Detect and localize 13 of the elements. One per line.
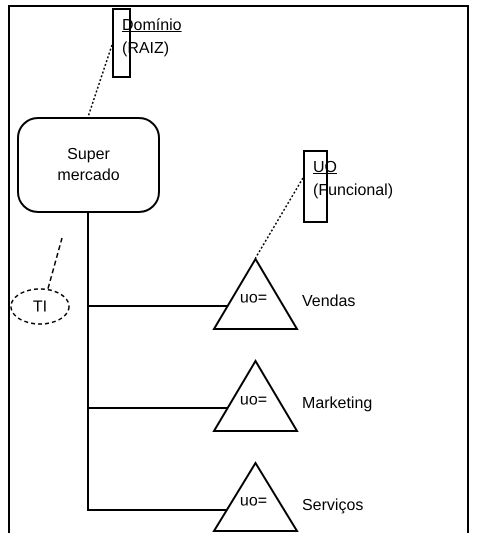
leader-line	[254, 178, 304, 258]
process-box	[17, 117, 160, 213]
beside-label: Vendas	[302, 292, 356, 311]
leader-line	[47, 238, 63, 289]
node-label: uo=	[240, 492, 268, 509]
node-label: uo=	[240, 289, 268, 306]
dashed-ellipse	[10, 288, 70, 325]
node-label: Super mercado	[57, 146, 120, 184]
node-label: TI	[32, 298, 48, 315]
beside-label: Serviços	[302, 496, 364, 515]
node-label: uo=	[240, 391, 268, 408]
leader-line	[87, 44, 113, 118]
beside-label: Marketing	[302, 394, 372, 413]
